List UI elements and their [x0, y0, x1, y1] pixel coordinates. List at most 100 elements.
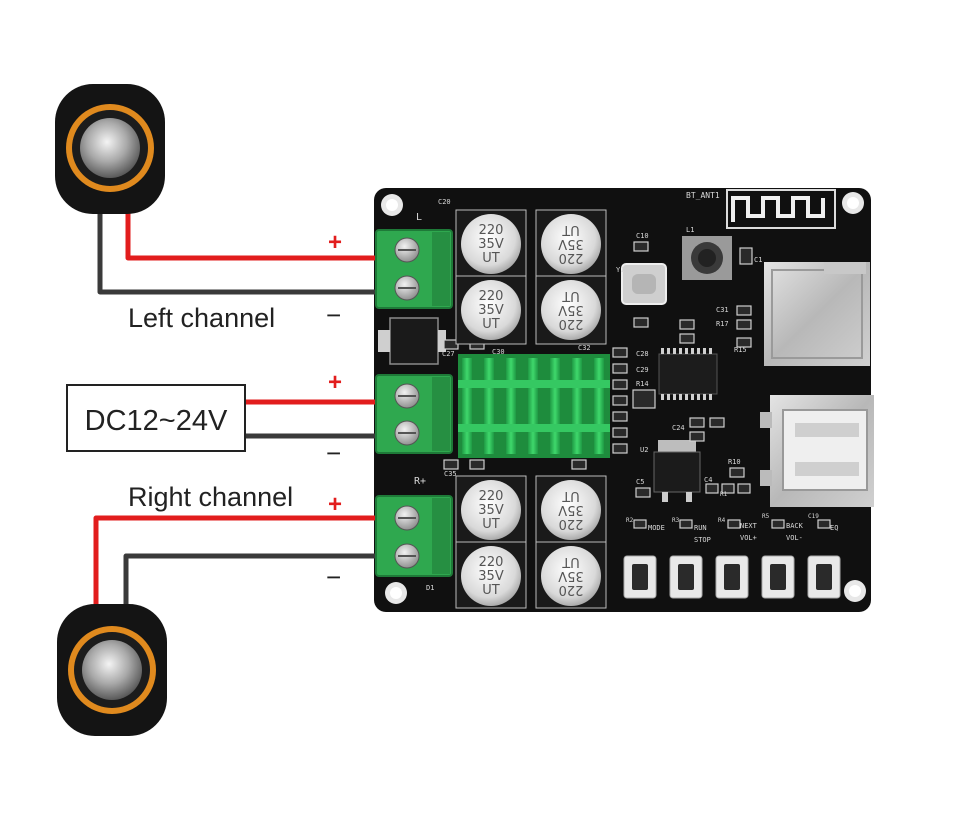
- component-refs: C20 C10 L1 C1 Y1 C31 R17 R15 C27 C30 C32…: [414, 198, 819, 592]
- svg-text:UT: UT: [562, 288, 580, 303]
- antenna-label: BT_ANT1: [686, 191, 720, 200]
- svg-text:220: 220: [559, 582, 584, 597]
- svg-text:35V: 35V: [558, 236, 584, 251]
- usb-port: [760, 395, 874, 507]
- svg-text:UT: UT: [482, 517, 500, 532]
- right-negative-wire: [123, 553, 395, 615]
- left-negative-wire: [97, 205, 395, 295]
- button-label-mode: MODE: [648, 524, 665, 532]
- ref-label: C28: [636, 350, 649, 358]
- ref-label: C30: [492, 348, 505, 356]
- voltage-regulator-u2: [653, 440, 701, 502]
- svg-text:220: 220: [479, 223, 504, 238]
- ref-label: R10: [728, 458, 741, 466]
- terminal-block-left: [375, 229, 453, 309]
- button-label-back: BACK: [786, 522, 804, 530]
- capacitor: 220 35V UT: [535, 541, 607, 609]
- svg-text:UT: UT: [562, 488, 580, 503]
- ref-label: C24: [672, 424, 685, 432]
- svg-text:35V: 35V: [478, 569, 504, 584]
- left-plus-sign: +: [328, 229, 342, 256]
- svg-text:UT: UT: [562, 554, 580, 569]
- terminal-block-power: [375, 374, 453, 454]
- ref-label: D1: [426, 584, 434, 592]
- power-supply-label: DC12~24V: [85, 405, 228, 437]
- dc-plus-sign: +: [328, 369, 342, 396]
- ref-label: R5: [762, 513, 770, 520]
- svg-text:35V: 35V: [478, 503, 504, 518]
- button-label-run: RUN: [694, 524, 707, 532]
- tact-button-back: [761, 555, 795, 599]
- svg-text:35V: 35V: [558, 502, 584, 517]
- diode-d1: [378, 317, 446, 365]
- ref-label: C29: [636, 366, 649, 374]
- tact-button-next: [715, 555, 749, 599]
- right-positive-wire: [93, 515, 395, 615]
- capacitor: 220 35V UT: [535, 475, 607, 545]
- ref-label: Y1: [616, 266, 624, 274]
- ref-label: C20: [438, 198, 451, 206]
- ref-label: R2: [626, 517, 634, 524]
- ref-label: R4: [718, 517, 726, 524]
- ref-label: C31: [716, 306, 729, 314]
- ref-label: C19: [808, 513, 819, 520]
- ref-label: C35: [444, 470, 457, 478]
- svg-text:UT: UT: [562, 222, 580, 237]
- right-speaker-icon: [57, 604, 167, 736]
- capacitor: 220 35V UT: [455, 475, 527, 545]
- svg-text:UT: UT: [482, 583, 500, 598]
- svg-text:35V: 35V: [558, 568, 584, 583]
- mounting-hole: [381, 194, 403, 216]
- svg-text:UT: UT: [482, 317, 500, 332]
- mounting-hole: [842, 192, 864, 214]
- ref-label: C5: [636, 478, 644, 486]
- pcb-board: BT_ANT1: [374, 188, 874, 612]
- svg-text:35V: 35V: [478, 303, 504, 318]
- ref-label: C1: [754, 256, 762, 264]
- svg-text:35V: 35V: [478, 237, 504, 252]
- capacitor: 220 35V UT: [535, 275, 607, 345]
- bluetooth-antenna: BT_ANT1: [686, 189, 836, 229]
- terminal-mark: L: [416, 212, 422, 223]
- crystal-y1: [621, 263, 667, 305]
- ref-label: U2: [640, 446, 648, 454]
- left-minus-sign: −: [326, 300, 341, 330]
- mounting-hole: [844, 580, 866, 602]
- button-sublabel-volup: VOL+: [740, 534, 757, 542]
- ref-label: R15: [734, 346, 747, 354]
- terminal-mark: R+: [414, 476, 426, 487]
- ref-label: R14: [636, 380, 649, 388]
- button-sublabel-voldown: VOL-: [786, 534, 803, 542]
- ref-label: L1: [686, 226, 694, 234]
- tact-button-run: [669, 555, 703, 599]
- ref-label: C4: [704, 476, 712, 484]
- button-label-eq: EQ: [830, 524, 838, 532]
- left-positive-wire: [125, 205, 395, 261]
- button-labels: MODE RUN STOP NEXT VOL+ BACK VOL- EQ: [648, 522, 838, 544]
- capacitor: 220 35V UT: [455, 541, 527, 609]
- amplifier-chip: [658, 348, 718, 400]
- wires: [93, 205, 395, 615]
- dc-minus-sign: −: [326, 438, 341, 468]
- svg-text:220: 220: [479, 489, 504, 504]
- ref-label: C27: [442, 350, 455, 358]
- sd-card-slot: [764, 262, 870, 366]
- svg-text:35V: 35V: [558, 302, 584, 317]
- inductor-l1: [682, 236, 732, 280]
- left-speaker-icon: [55, 84, 165, 214]
- ref-label: C10: [636, 232, 649, 240]
- tact-button-eq: [807, 555, 841, 599]
- heatsink: [458, 354, 610, 458]
- right-minus-sign: −: [326, 562, 341, 592]
- right-channel-label: Right channel: [128, 482, 293, 512]
- svg-text:220: 220: [479, 555, 504, 570]
- power-supply-box: DC12~24V: [66, 384, 246, 452]
- terminal-block-right: [375, 495, 453, 577]
- ref-label: C32: [578, 344, 591, 352]
- right-plus-sign: +: [328, 491, 342, 518]
- svg-text:UT: UT: [482, 251, 500, 266]
- mounting-hole: [385, 582, 407, 604]
- button-sublabel-stop: STOP: [694, 536, 711, 544]
- svg-text:220: 220: [479, 289, 504, 304]
